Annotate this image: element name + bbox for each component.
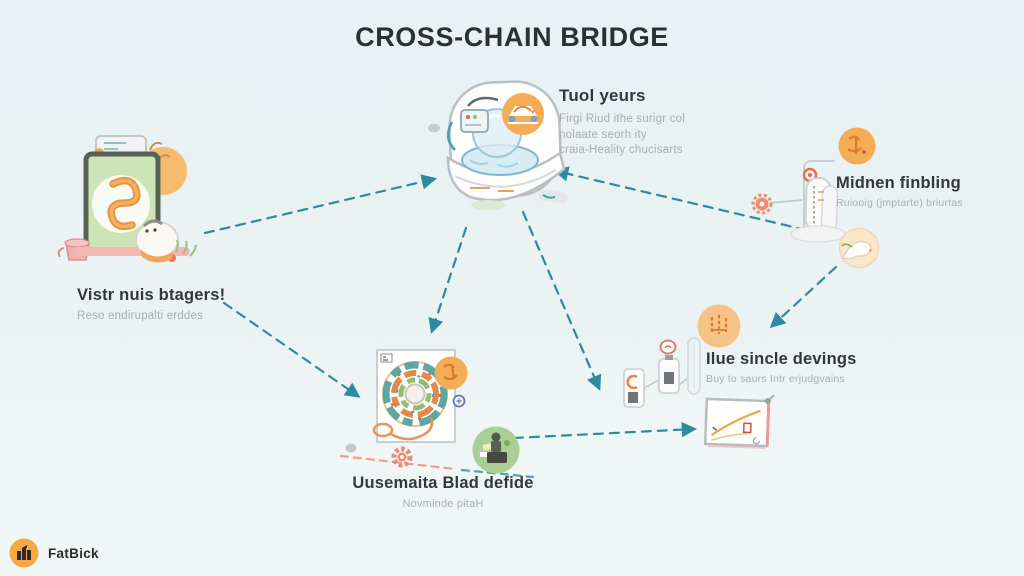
hub-line-3: craia-Heality chucisarts xyxy=(559,144,683,156)
devices-title: Ilue sincle devings xyxy=(706,350,857,368)
wallet-subtitle: Reso endirupalti erddes xyxy=(77,310,204,322)
arrow-wallet-to-maze xyxy=(222,301,361,398)
hub-text-block: Tuol yeurs Firgi Riud ithe surigr col no… xyxy=(559,86,739,159)
mining-badge-icon xyxy=(838,127,876,165)
flasks-and-chart-illustration xyxy=(623,304,775,449)
arrow-hub-to-maze xyxy=(428,226,468,334)
mining-subtitle: Ruiooig (jmptarte) briurtas xyxy=(836,197,963,209)
mining-title: Midnen finbling xyxy=(836,174,961,192)
hamster-icon xyxy=(135,219,179,263)
circular-maze-illustration xyxy=(345,349,520,474)
hub-line-2: nolaate seorh ity xyxy=(559,128,647,141)
gray-smudge-icon xyxy=(345,443,357,453)
submarine-hub-illustration xyxy=(428,80,568,210)
arrow-dove-to-devices xyxy=(769,265,838,329)
maze-title: Uusemaita Blad defide xyxy=(352,474,534,492)
maze-text-block: Uusemaita Blad defide Novminde pitaH xyxy=(338,474,548,510)
mining-text-block: Midnen finbling Ruiooig (jmptarte) briur… xyxy=(836,174,963,209)
maze-badge-icon xyxy=(434,356,468,390)
factory-logo-icon xyxy=(9,538,39,568)
tablet-coin-illustration xyxy=(57,135,198,263)
arrow-mining-to-hub xyxy=(553,166,808,232)
gray-smudge-icon xyxy=(428,123,440,133)
devices-subtitle: Buy to saurs Intr erjudgvains xyxy=(706,373,845,385)
decorative-dashes-salmon xyxy=(339,454,457,471)
hub-line-1: Firgi Riud ithe surigr col xyxy=(559,113,685,125)
hub-title: Tuol yeurs xyxy=(559,86,646,105)
brand-logo: FatBick xyxy=(9,538,99,568)
tower-rig-illustration xyxy=(751,127,880,269)
control-panel-icon xyxy=(460,109,489,133)
speaker-podium-icon xyxy=(472,426,520,474)
page-title: CROSS-CHAIN BRIDGE xyxy=(355,22,669,52)
brand-name: FatBick xyxy=(48,545,99,561)
arrow-hub-to-devices xyxy=(521,210,602,391)
devices-badge-icon xyxy=(697,304,741,348)
wallet-title: Vistr nuis btagers! xyxy=(77,286,226,304)
grass-icon xyxy=(174,239,198,257)
devices-text-block: Ilue sincle devings Buy to saurs Intr er… xyxy=(706,350,857,385)
wallet-text-block: Vistr nuis btagers! Reso endirupalti erd… xyxy=(77,286,225,322)
gear-dot-icon xyxy=(751,193,803,215)
bridge-badge-icon xyxy=(502,93,544,135)
decorative-dashes-teal xyxy=(460,468,535,479)
dove-icon xyxy=(838,227,880,269)
arrow-wallet-to-hub xyxy=(203,174,437,235)
chart-card-icon xyxy=(703,394,775,449)
arrow-podium-to-chart xyxy=(512,421,698,440)
connector-arrows xyxy=(203,166,838,479)
flask-group-icon xyxy=(623,337,701,408)
blue-coin-icon xyxy=(452,394,466,408)
orange-loop-icon xyxy=(372,422,394,438)
gear-icon xyxy=(391,446,413,468)
maze-subtitle: Novminde pitaH xyxy=(402,498,484,510)
